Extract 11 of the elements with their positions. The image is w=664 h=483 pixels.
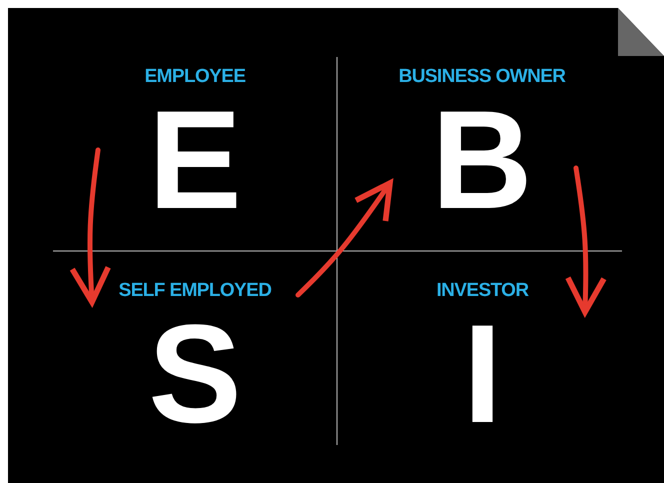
quadrant-label: INVESTOR [436,279,530,303]
curved-arrow [565,166,607,315]
quadrant-letter: B [431,100,533,220]
quadrant-label: SELF EMPLOYED [118,279,272,303]
quadrant-letter: S [148,314,242,434]
quadrant-label: EMPLOYEE [144,65,246,89]
curved-arrow [296,180,393,298]
quadrant-label: BUSINESS OWNER [398,65,566,89]
quadrant-letter: E [148,100,242,220]
curved-arrow [69,148,112,305]
quadrant-letter: I [463,314,502,434]
